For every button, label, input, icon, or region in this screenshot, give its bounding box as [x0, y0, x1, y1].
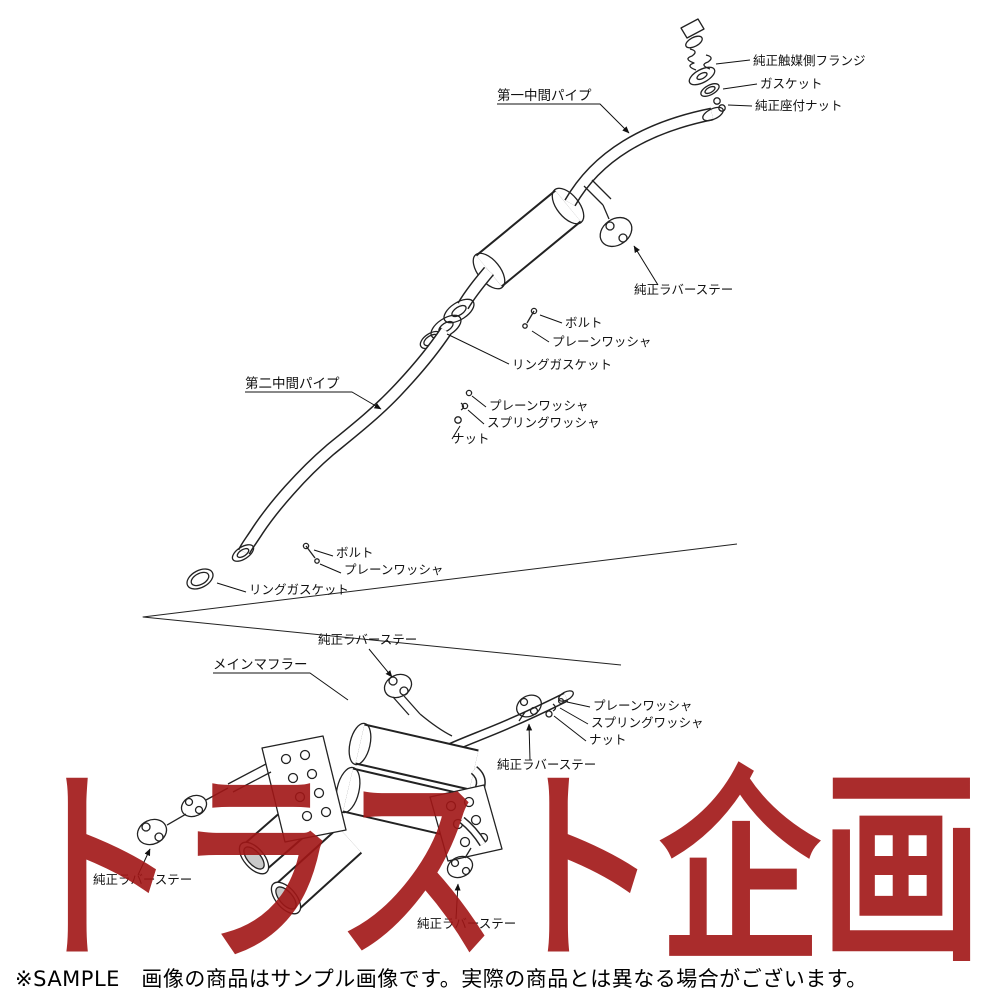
- label-oem-rubber-stay-2: 純正ラバーステー: [318, 632, 417, 647]
- label-oem-rubber-stay-4: 純正ラバーステー: [93, 872, 192, 887]
- label-second-intermediate-pipe: 第二中間パイプ: [245, 375, 340, 392]
- label-bolt-1: ボルト: [565, 315, 603, 330]
- fastener-set-1-art: [454, 389, 473, 424]
- main-muffler-art: [136, 673, 574, 915]
- label-bolt-2: ボルト: [336, 545, 374, 560]
- section-wedge-lines: [142, 543, 738, 666]
- label-plain-washer-2: プレーンワッシャ: [489, 398, 588, 413]
- label-plain-washer-4: プレーンワッシャ: [593, 698, 692, 713]
- resonator-art: [457, 187, 585, 310]
- label-plain-washer-3: プレーンワッシャ: [344, 562, 443, 577]
- label-oem-rubber-stay-5: 純正ラバーステー: [417, 916, 516, 931]
- label-spring-washer-1: スプリングワッシャ: [487, 415, 600, 430]
- label-ring-gasket-1: リングガスケット: [512, 357, 612, 372]
- rubber-stay-1-art: [583, 179, 633, 248]
- watermark-trust-kikaku-text: トラスト企画: [16, 752, 982, 987]
- first-intermediate-pipe-art: [564, 106, 724, 207]
- label-ring-gasket-2: リングガスケット: [249, 582, 349, 597]
- label-nut-1: ナット: [452, 431, 490, 446]
- label-first-intermediate-pipe: 第一中間パイプ: [497, 87, 592, 104]
- fastener-set-2-art: [302, 542, 320, 564]
- label-main-muffler: メインマフラー: [213, 657, 308, 673]
- ring-gasket-2-art: [186, 568, 214, 590]
- sample-disclaimer-text: ※SAMPLE 画像の商品はサンプル画像です。実際の商品とは異なる場合がございま…: [15, 967, 868, 991]
- label-oem-rubber-stay-3: 純正ラバーステー: [497, 757, 596, 772]
- label-nut-2: ナット: [589, 732, 627, 747]
- label-oem-seat-nut: 純正座付ナット: [755, 98, 843, 113]
- label-spring-washer-2: スプリングワッシャ: [591, 715, 704, 730]
- watermark-layer: トラスト企画: [16, 752, 982, 987]
- part-labels: 第一中間パイプ 純正触媒側フランジ ガスケット 純正座付ナット 純正ラバーステー…: [93, 53, 866, 931]
- label-oem-catalyst-side-flange: 純正触媒側フランジ: [753, 53, 866, 68]
- label-plain-washer-1: プレーンワッシャ: [552, 334, 651, 349]
- label-gasket: ガスケット: [760, 76, 823, 91]
- leader-lines: [137, 59, 758, 920]
- second-intermediate-pipe-art: [231, 327, 452, 562]
- label-oem-rubber-stay-1: 純正ラバーステー: [634, 282, 733, 297]
- catalyst-flange-stack-art: [680, 18, 726, 112]
